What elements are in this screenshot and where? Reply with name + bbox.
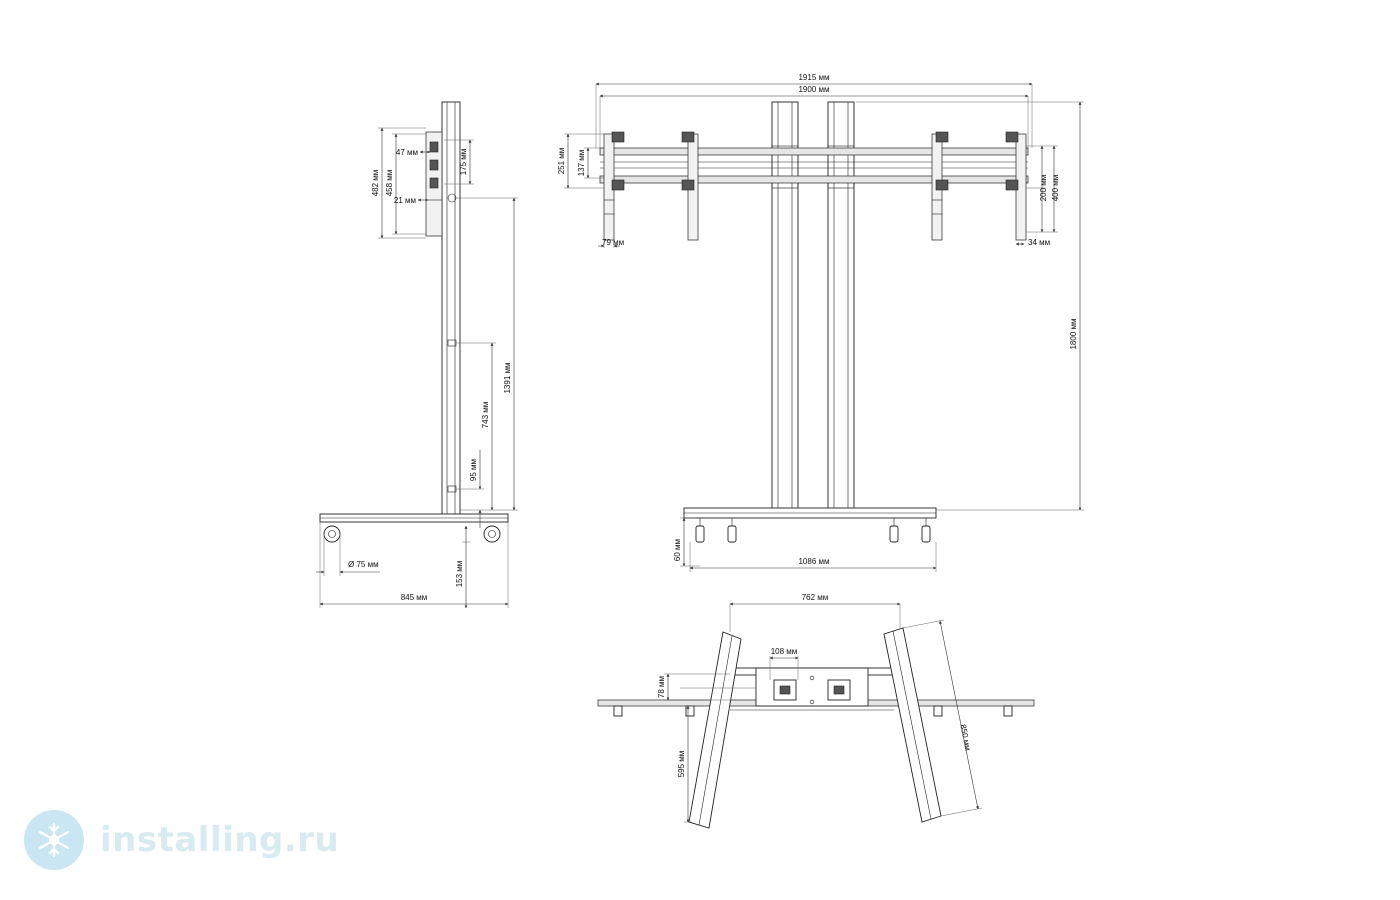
dim-47: 47 мм	[396, 148, 418, 157]
watermark-text: installing.ru	[100, 820, 340, 860]
dim-482: 482 мм	[371, 170, 380, 197]
front-rail-top	[599, 147, 1029, 156]
front-view: 1915 мм 1900 мм 251 мм 137 мм 79 мм 200 …	[557, 73, 1084, 572]
dim-1086: 1086 мм	[798, 557, 829, 566]
dim-762: 762 мм	[802, 593, 829, 602]
front-wheels	[695, 518, 931, 543]
front-rail-bottom	[599, 175, 1029, 184]
top-column-left	[773, 679, 797, 701]
dim-95: 95 мм	[469, 459, 478, 481]
front-bracket-3	[931, 131, 949, 241]
front-bracket-4	[1005, 131, 1027, 241]
side-wheel-left	[323, 525, 341, 543]
front-column-left	[771, 101, 799, 513]
top-leg-right	[883, 627, 942, 823]
dim-79: 79 мм	[602, 238, 624, 247]
dim-34: 34 мм	[1028, 238, 1050, 247]
dim-1800: 1800 мм	[1069, 318, 1078, 349]
dim-108: 108 мм	[771, 647, 798, 656]
front-column-right	[827, 101, 855, 513]
side-view: 482 мм 458 мм 47 мм 175 мм 21 мм 1391 мм…	[316, 101, 518, 609]
dim-595: 595 мм	[677, 751, 686, 778]
front-bracket-1	[603, 131, 625, 241]
dim-743: 743 мм	[481, 402, 490, 429]
dim-60: 60 мм	[673, 539, 682, 561]
dim-21: 21 мм	[394, 196, 416, 205]
watermark: installing.ru	[24, 806, 339, 874]
dim-1391: 1391 мм	[503, 362, 512, 393]
top-view: 762 мм 108 мм 78 мм 595 мм 850 мм	[597, 593, 1035, 829]
dim-153: 153 мм	[455, 561, 464, 588]
dim-75: Ø 75 мм	[348, 560, 379, 569]
dim-400: 400 мм	[1051, 175, 1060, 202]
dim-850: 850 мм	[958, 724, 972, 752]
top-leg-left	[688, 631, 742, 829]
dim-137: 137 мм	[577, 150, 586, 177]
dim-251: 251 мм	[557, 148, 566, 175]
dim-845: 845 мм	[401, 593, 428, 602]
snowflake-globe-icon	[24, 810, 84, 870]
side-column	[441, 101, 461, 517]
front-bracket-2	[681, 131, 699, 241]
dim-1900: 1900 мм	[798, 85, 829, 94]
side-wheel-right	[483, 525, 501, 543]
top-column-right	[827, 679, 851, 701]
dim-175: 175 мм	[459, 149, 468, 176]
dim-1915: 1915 мм	[798, 73, 829, 82]
dim-200: 200 мм	[1039, 175, 1048, 202]
dim-78: 78 мм	[657, 676, 666, 698]
side-mount-bracket	[425, 131, 443, 237]
dim-458: 458 мм	[385, 170, 394, 197]
